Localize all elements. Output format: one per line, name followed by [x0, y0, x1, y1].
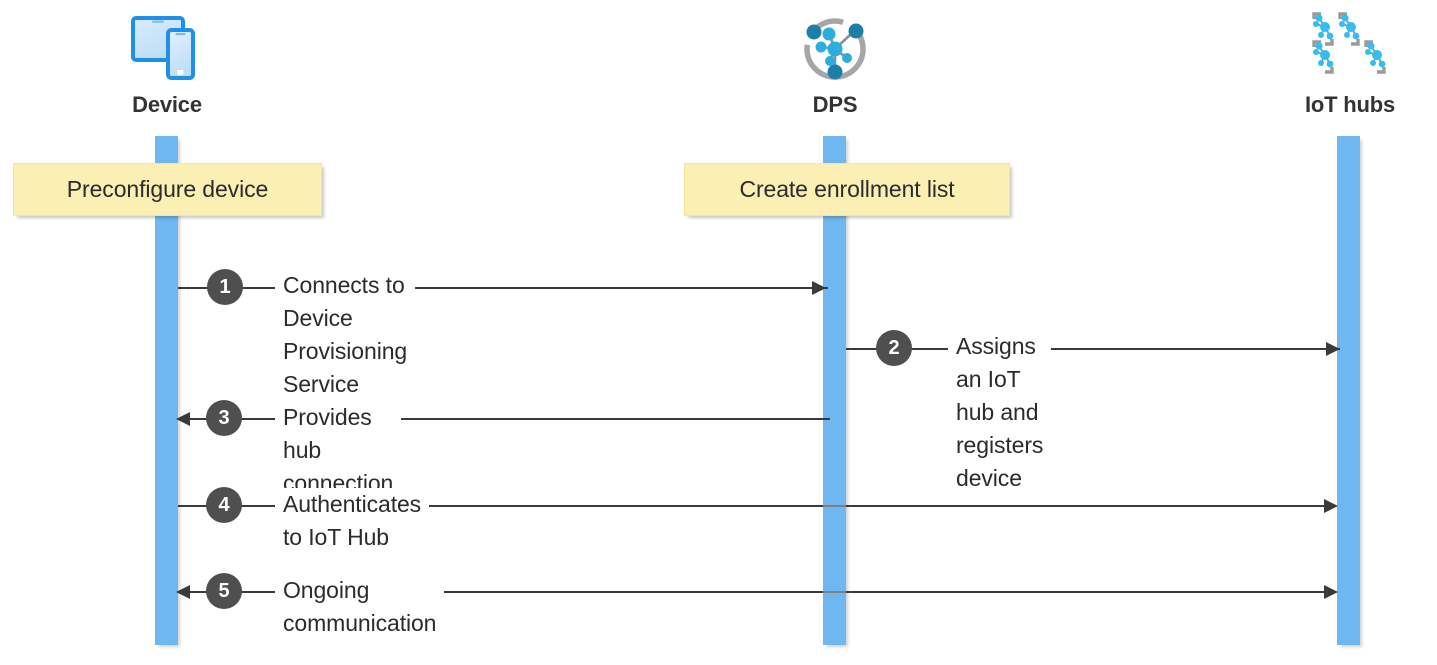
message-1-line — [178, 287, 828, 289]
message-5-line-crossing-dps — [823, 591, 846, 593]
lifeline-device — [155, 136, 178, 645]
message-1-arrowhead-right — [812, 281, 826, 295]
actor-label-iot-hubs: IoT hubs — [1304, 92, 1396, 117]
iot-hubs-icon-container — [1240, 11, 1437, 91]
lifeline-hubs — [1337, 136, 1360, 645]
actor-label-dps: DPS — [812, 92, 858, 117]
message-3-badge: 3 — [206, 400, 242, 436]
message-4-line-continued — [846, 505, 1326, 507]
message-4-badge: 4 — [206, 487, 242, 523]
note-preconfigure-label: Preconfigure device — [66, 176, 269, 202]
message-2-arrowhead-right — [1326, 342, 1340, 356]
message-2-line — [846, 348, 1340, 350]
message-5-arrowhead-right — [1324, 585, 1338, 599]
actor-dps: DPS — [725, 12, 945, 118]
iot-hubs-multi-network-icon — [1308, 11, 1392, 91]
message-2-label: Assigns an IoT hub and registers device — [948, 330, 1052, 495]
message-4-label: Authenticates to IoT Hub — [275, 488, 430, 554]
lifeline-dps — [823, 136, 846, 645]
message-5-line-continued — [846, 591, 1326, 593]
message-1-badge: 1 — [207, 269, 243, 305]
actor-label-device: Device — [132, 92, 202, 117]
device-icon-container — [57, 12, 277, 90]
message-4-line — [178, 505, 823, 507]
message-4-arrowhead-right — [1324, 499, 1338, 513]
message-5-label: Ongoing communication — [275, 574, 445, 640]
message-3-line — [184, 418, 830, 420]
message-3-arrowhead-left — [176, 412, 190, 426]
message-5-line — [184, 591, 823, 593]
note-preconfigure-device: Preconfigure device — [13, 163, 322, 216]
actor-device: Device — [57, 12, 277, 118]
note-create-enrollment-list: Create enrollment list — [684, 163, 1010, 216]
device-tablet-phone-icon — [128, 12, 206, 91]
note-enrollment-label: Create enrollment list — [739, 176, 955, 202]
actor-hubs: IoT hubs — [1240, 11, 1437, 118]
message-5-arrowhead-left — [176, 585, 190, 599]
dps-icon-container — [725, 12, 945, 90]
dps-hub-network-icon — [799, 12, 871, 91]
message-5-badge: 5 — [206, 573, 242, 609]
message-4-line-crossing-dps — [823, 505, 846, 507]
message-2-badge: 2 — [876, 330, 912, 366]
